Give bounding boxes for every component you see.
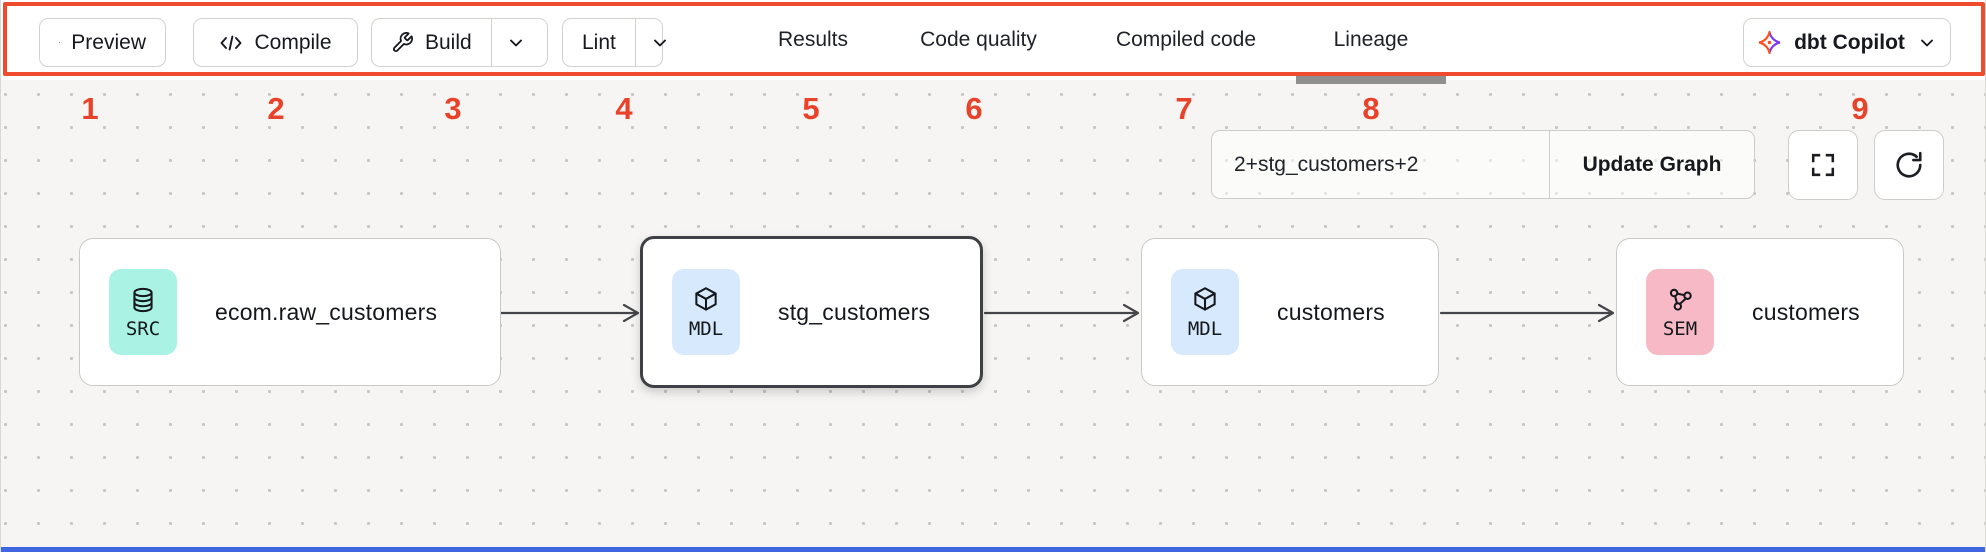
dbt-copilot-button[interactable]: dbt Copilot <box>1743 18 1951 67</box>
editor-toolbar: Preview Compile Build Lint <box>1 0 1985 80</box>
lineage-selector-input[interactable]: 2+stg_customers+2 <box>1212 131 1550 198</box>
compile-button[interactable]: Compile <box>193 18 358 67</box>
badge-label: MDL <box>688 317 724 340</box>
lineage-node-model-customers[interactable]: MDL customers <box>1141 238 1439 386</box>
tab-compiled-code[interactable]: Compiled code <box>1115 28 1257 51</box>
chevron-down-icon <box>653 39 666 46</box>
callout-number-9: 9 <box>1851 91 1869 126</box>
lint-button[interactable]: Lint <box>563 19 635 66</box>
badge-label: SRC <box>125 317 161 340</box>
lineage-node-source-raw-customers[interactable]: SRC ecom.raw_customers <box>79 238 501 386</box>
node-label: customers <box>1752 298 1860 325</box>
callout-number-6: 6 <box>965 91 983 126</box>
preview-button[interactable]: Preview <box>39 18 166 67</box>
lint-button-label: Lint <box>582 30 616 54</box>
lineage-node-semantic-customers[interactable]: SEM customers <box>1616 238 1904 386</box>
badge-label: MDL <box>1187 317 1223 340</box>
model-badge: MDL <box>1171 269 1239 355</box>
build-button[interactable]: Build <box>372 19 491 66</box>
build-split-button: Build <box>371 18 548 67</box>
node-label: ecom.raw_customers <box>215 298 438 325</box>
source-badge: SRC <box>109 269 177 355</box>
refresh-button[interactable] <box>1874 130 1944 200</box>
lineage-node-model-stg-customers-selected[interactable]: MDL stg_customers <box>640 236 983 388</box>
dbt-copilot-label: dbt Copilot <box>1794 30 1905 54</box>
chevron-down-icon <box>1920 39 1933 46</box>
fullscreen-button[interactable] <box>1788 130 1858 200</box>
fullscreen-icon <box>1811 153 1835 177</box>
node-label: customers <box>1277 298 1385 325</box>
semantic-badge: SEM <box>1646 269 1714 355</box>
compile-button-label: Compile <box>254 30 332 54</box>
tab-code-quality[interactable]: Code quality <box>920 28 1037 51</box>
callout-number-8: 8 <box>1362 91 1380 126</box>
dbt-logo-icon <box>1758 30 1781 55</box>
window-bottom-edge <box>1 547 1985 552</box>
database-icon <box>133 287 153 312</box>
model-badge: MDL <box>672 269 740 355</box>
lint-dropdown-button[interactable] <box>634 19 684 66</box>
active-tab-indicator <box>1296 75 1446 84</box>
badge-label: SEM <box>1662 317 1698 340</box>
callout-number-4: 4 <box>615 91 633 126</box>
cube-icon <box>1194 286 1216 311</box>
build-button-label: Build <box>425 30 472 54</box>
tab-lineage[interactable]: Lineage <box>1333 28 1409 51</box>
callout-number-2: 2 <box>267 91 285 126</box>
callout-number-7: 7 <box>1175 91 1193 126</box>
network-icon <box>1669 288 1692 311</box>
cube-icon <box>695 286 717 311</box>
update-graph-button[interactable]: Update Graph <box>1550 131 1754 198</box>
tab-results[interactable]: Results <box>777 28 849 51</box>
callout-number-3: 3 <box>444 91 462 126</box>
preview-button-label: Preview <box>71 30 146 54</box>
lineage-filter-group: 2+stg_customers+2 Update Graph <box>1211 130 1755 199</box>
lint-split-button: Lint <box>562 18 666 67</box>
build-dropdown-button[interactable] <box>490 19 540 66</box>
callout-number-5: 5 <box>802 91 820 126</box>
table-icon <box>59 42 61 43</box>
chevron-down-icon <box>509 39 522 46</box>
refresh-icon <box>1896 151 1922 178</box>
callout-number-1: 1 <box>81 91 99 126</box>
wrench-icon <box>393 32 413 52</box>
node-label: stg_customers <box>778 298 931 325</box>
code-icon <box>221 35 242 50</box>
